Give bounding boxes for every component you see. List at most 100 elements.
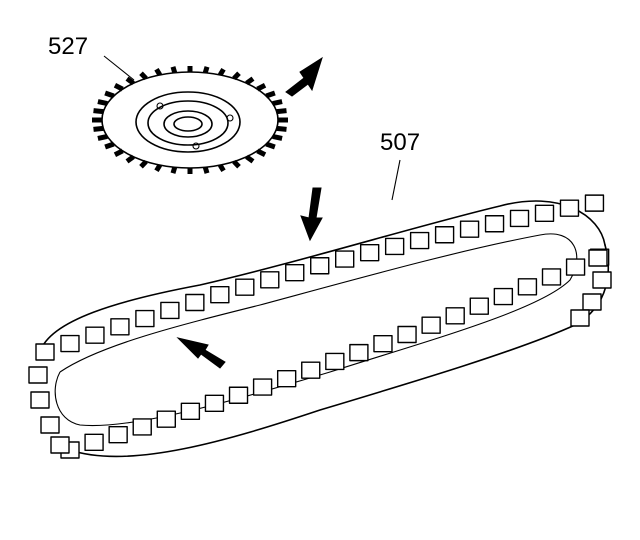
arrow-icon: [300, 187, 323, 242]
sprocket-tooth: [256, 83, 267, 92]
sprocket-tooth: [276, 125, 287, 132]
sprocket-tooth: [170, 66, 178, 74]
chain-leader-line: [391, 159, 401, 201]
chain-link: [325, 352, 345, 371]
chain-link: [40, 416, 60, 434]
sprocket-tooth: [265, 90, 276, 99]
chain-link: [335, 250, 355, 268]
chain-link: [285, 263, 305, 282]
chain-link: [228, 386, 249, 404]
sprocket-tooth: [104, 90, 115, 99]
sprocket-outer-ring: [101, 71, 279, 169]
sprocket-bolt-hole: [156, 102, 164, 110]
sprocket-teeth: [92, 66, 288, 174]
sprocket-bolt-hole: [226, 114, 234, 122]
sprocket-tooth: [125, 76, 135, 86]
chain-link: [180, 402, 201, 421]
chain-link: [559, 199, 580, 217]
chain-link: [156, 410, 177, 428]
chain-link: [459, 220, 480, 238]
sprocket-527: 527: [48, 33, 288, 174]
chain-link: [110, 318, 130, 336]
sprocket-tooth: [272, 99, 283, 107]
sprocket-hub-inner: [163, 110, 213, 138]
sprocket-tooth: [97, 99, 108, 107]
sprocket-tooth: [276, 108, 287, 115]
chain-link: [409, 231, 430, 250]
sprocket-tooth: [139, 159, 148, 169]
sprocket-tooth: [202, 166, 210, 174]
chain-link: [541, 268, 562, 286]
chain-link: [210, 286, 230, 304]
sprocket-tooth: [113, 148, 124, 157]
chain-link: [252, 378, 273, 396]
sprocket-tooth: [265, 141, 276, 150]
sprocket-tooth: [93, 125, 104, 132]
chain-link: [35, 343, 55, 361]
sprocket-hub-outer: [135, 91, 241, 153]
chain-link: [235, 278, 255, 296]
sprocket-tooth: [154, 67, 163, 77]
chain-link: [384, 237, 405, 256]
chain-link: [434, 226, 455, 244]
chain-link: [588, 249, 608, 267]
chain-link: [108, 425, 128, 444]
chain-link: [85, 326, 105, 344]
sprocket-tooth: [97, 133, 108, 141]
chain-link: [30, 391, 50, 409]
chain-link: [592, 271, 612, 289]
chain-link: [60, 334, 80, 353]
chain-link: [135, 309, 155, 328]
chain-link: [373, 334, 393, 353]
chain-link: [584, 194, 605, 212]
sprocket-bore: [173, 116, 203, 132]
chain-link: [509, 209, 530, 228]
sprocket-tooth: [139, 71, 148, 81]
sprocket-tooth: [125, 154, 135, 164]
chain-callout: 507: [380, 129, 420, 156]
chain-link: [50, 436, 70, 454]
sprocket-tooth: [272, 133, 283, 141]
chain-link: [359, 243, 380, 262]
chain-link: [582, 293, 602, 311]
chain-link: [160, 301, 180, 320]
chain-link: [28, 366, 48, 384]
arrow-icon: [285, 56, 323, 97]
sprocket-tooth: [217, 163, 226, 173]
sprocket-tooth: [217, 67, 226, 77]
sprocket-tooth: [245, 76, 255, 86]
chain-link: [260, 271, 280, 289]
arrow-icon: [176, 337, 226, 369]
sprocket-tooth: [256, 148, 267, 157]
chain-link: [484, 215, 505, 233]
sprocket-tooth: [232, 159, 241, 169]
chain-link: [534, 204, 555, 222]
chain-links: [28, 194, 612, 459]
sprocket-tooth: [104, 141, 115, 150]
chain-link: [493, 287, 514, 306]
sprocket-hub-mid: [147, 100, 229, 146]
chain-link: [276, 369, 297, 388]
sprocket-tooth: [245, 154, 255, 164]
chain-link: [421, 316, 441, 334]
sprocket-tooth: [232, 71, 241, 81]
sprocket-bolt-hole: [192, 142, 200, 150]
timing-chain-507: 507: [28, 129, 612, 459]
sprocket-leader-line: [103, 55, 135, 81]
chain-link: [310, 257, 330, 275]
sprocket-tooth: [154, 163, 163, 173]
chain-link: [132, 418, 152, 436]
sprocket-tooth: [93, 108, 104, 115]
chain-link: [469, 297, 489, 315]
chain-link: [185, 293, 205, 312]
sprocket-tooth: [202, 66, 210, 74]
chain-link: [301, 361, 321, 379]
sprocket-tooth: [170, 166, 178, 174]
chain-link: [565, 258, 586, 276]
sprocket-callout: 527: [48, 33, 88, 60]
chain-link: [397, 325, 417, 344]
sprocket-tooth: [113, 83, 124, 92]
chain-link: [84, 433, 104, 452]
chain-inner-edge: [54, 233, 578, 427]
